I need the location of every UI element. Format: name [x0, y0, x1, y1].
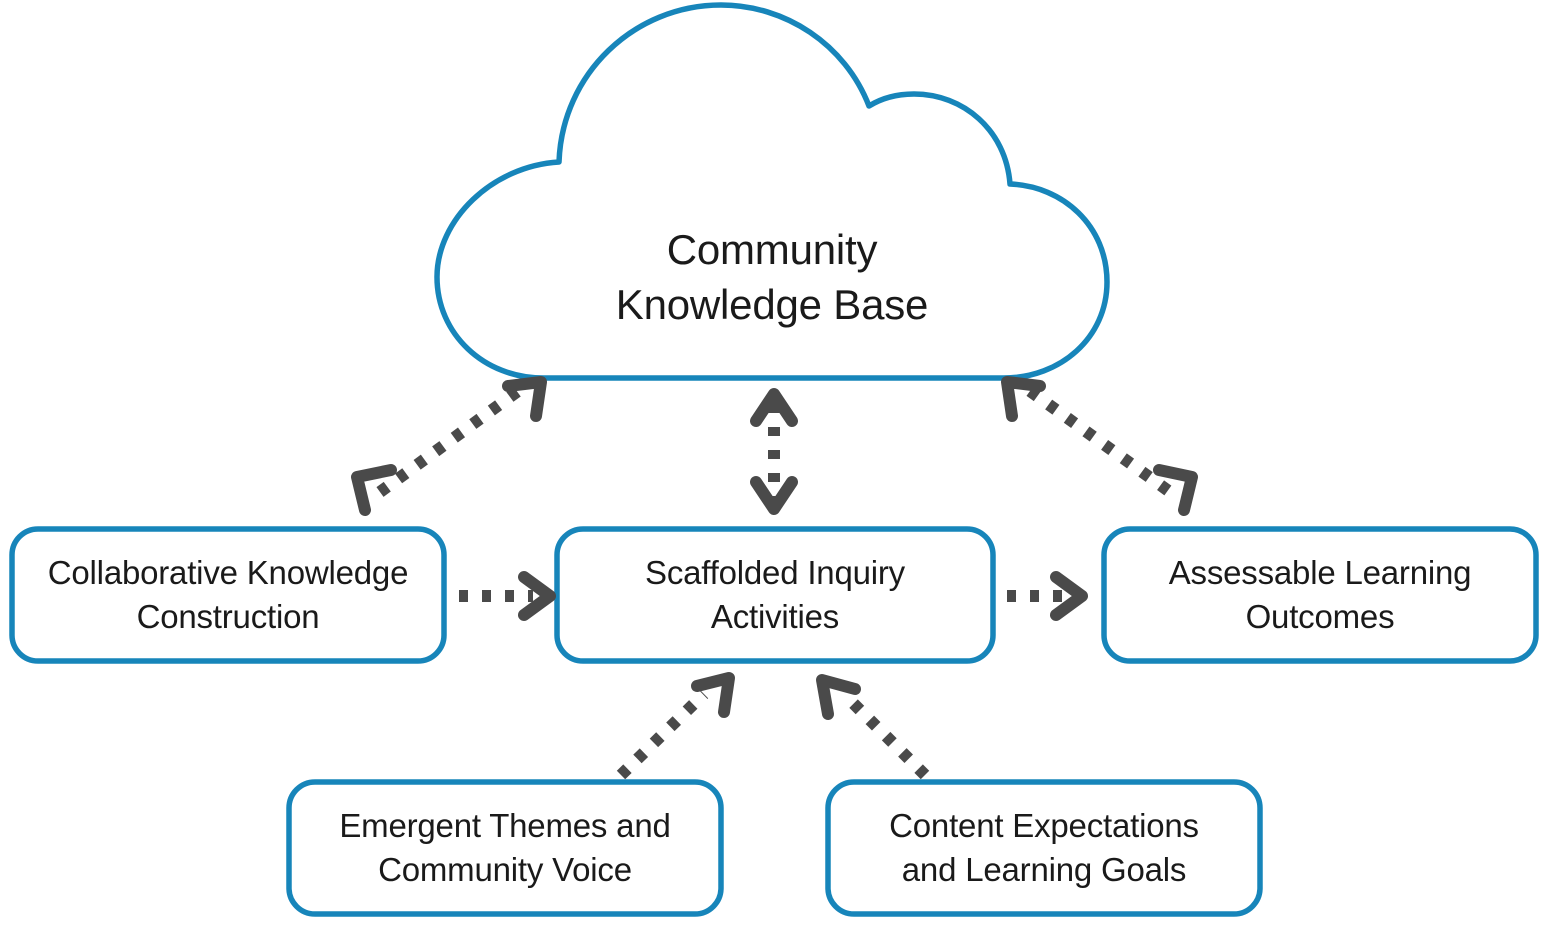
- right-box-shape[interactable]: [1101, 526, 1539, 664]
- connector-cloud-left-box[interactable]: [351, 376, 547, 516]
- middle-box-shape[interactable]: [554, 526, 996, 664]
- bottom-left-box-shape[interactable]: [286, 779, 724, 917]
- left-box-shape[interactable]: [9, 526, 447, 664]
- connector-left-to-middle[interactable]: [459, 571, 556, 621]
- connector-middle-to-right[interactable]: [1007, 571, 1088, 621]
- connector-bottom-left-to-middle[interactable]: [616, 672, 735, 780]
- connector-bottom-right-to-middle[interactable]: [816, 674, 930, 780]
- cloud-shape[interactable]: [434, 2, 1110, 381]
- connector-cloud-middle-box[interactable]: [750, 388, 798, 515]
- connector-cloud-right-box[interactable]: [1001, 376, 1198, 516]
- bottom-right-box-shape[interactable]: [825, 779, 1263, 917]
